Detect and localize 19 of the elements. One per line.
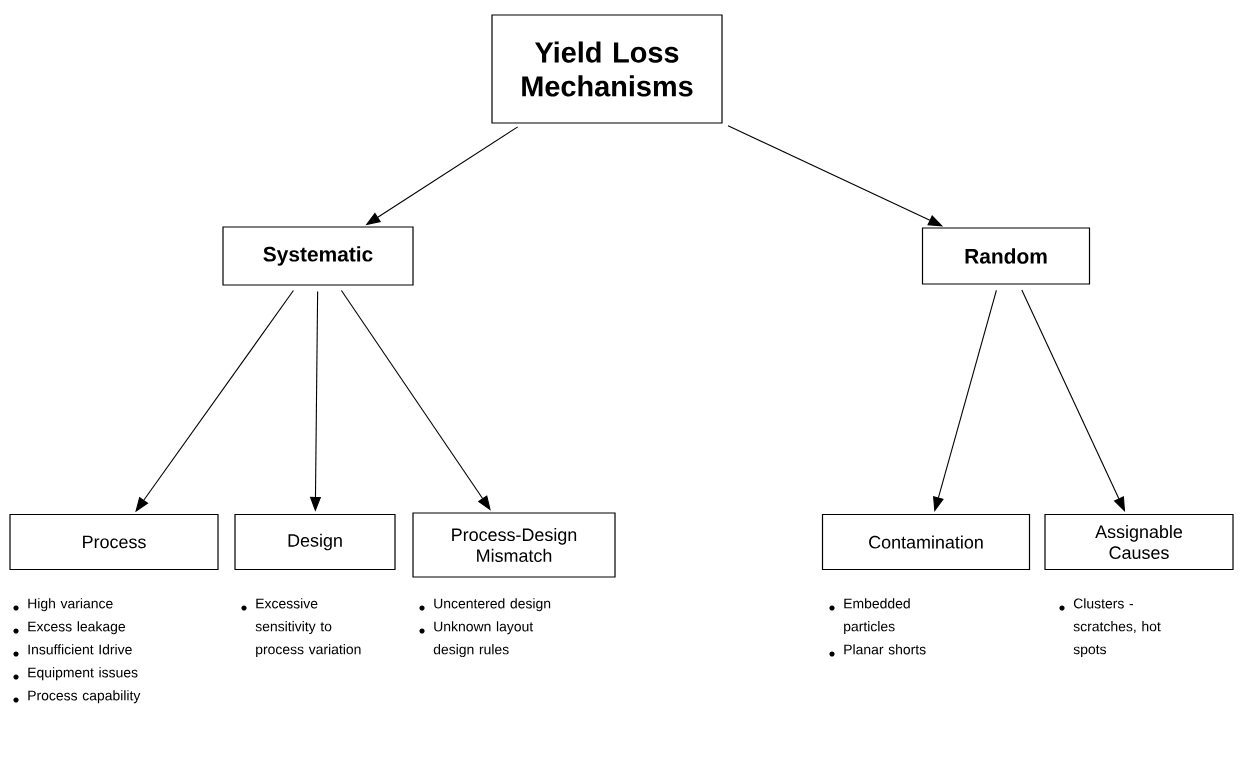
process-box: Assignable Causes [1044,513,1234,571]
bullet-item: Equipment issues [13,667,138,681]
process-box: Process-Design Mismatch [412,512,616,578]
bullet-item: Excess leakage [13,621,126,635]
process-box: Design [234,513,396,571]
category-box: Systematic [222,226,414,286]
bullet-item: Planar shorts [829,644,926,657]
category-box: Random [921,227,1091,285]
bullet-item: Process capability [13,690,141,704]
bullet-item: Uncentered design [419,598,551,612]
bullet-item: Unknown layout design rules [419,621,534,658]
title-box: Yield Loss Mechanisms [491,14,723,124]
process-box: Process [9,513,219,571]
bullet-item: High variance [13,598,113,612]
bullet-item: Embedded particles [829,598,910,635]
bullet-item: Clusters - scratches, hot spots [1059,598,1161,657]
bullet-item: Excessive sensitivity to process variation [241,598,361,657]
bullet-item: Insufficient Idrive [13,644,132,657]
process-box: Contamination [821,513,1031,571]
